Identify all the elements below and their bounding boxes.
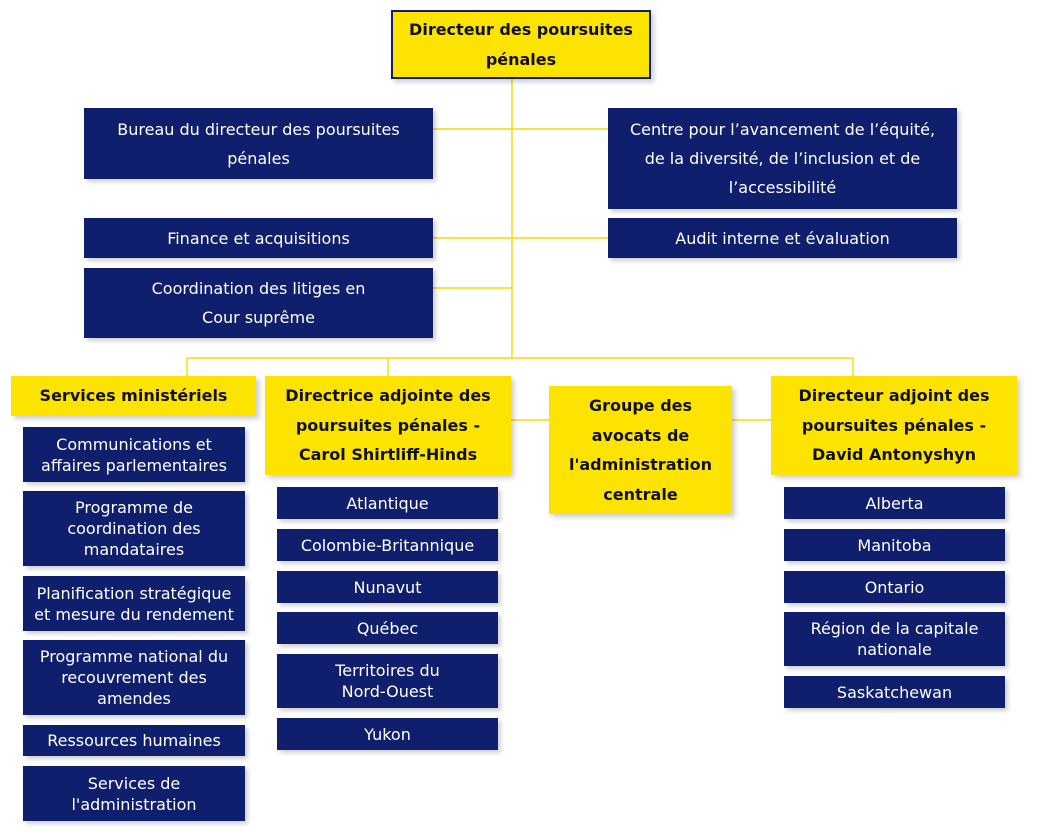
region-box: Nunavut — [277, 571, 498, 603]
region-label: Région de la capitale nationale — [810, 619, 979, 659]
region-box: Yukon — [277, 718, 498, 750]
staff-box-internal-audit: Audit interne et évaluation — [608, 218, 957, 258]
division-box-corporate-services: Services ministériels — [11, 376, 256, 416]
staff-label: Centre pour l’avancement de l’équité, de… — [629, 120, 936, 197]
staff-box-director-office: Bureau du directeur des poursuites pénal… — [84, 108, 433, 179]
division-label: Groupe des avocats de l'administration c… — [568, 396, 713, 504]
unit-box: Ressources humaines — [23, 725, 245, 756]
region-label: Saskatchewan — [836, 682, 953, 702]
unit-box: Programme national du recouvrement des a… — [23, 640, 245, 715]
unit-box: Services de l'administration — [23, 766, 245, 821]
unit-box: Planification stratégique et mesure du r… — [23, 576, 245, 631]
director-box: Directeur des poursuites pénales — [391, 10, 651, 79]
division-box-headquarters-counsel: Groupe des avocats de l'administration c… — [549, 386, 732, 514]
unit-label: Communications et affaires parlementaire… — [41, 434, 227, 475]
region-label: Atlantique — [346, 493, 429, 513]
region-box: Atlantique — [277, 487, 498, 519]
division-label: Directrice adjointe des poursuites pénal… — [285, 386, 491, 465]
region-box: Ontario — [784, 571, 1005, 603]
region-label: Manitoba — [857, 535, 932, 555]
director-label: Directeur des poursuites pénales — [409, 20, 633, 69]
division-label: Services ministériels — [39, 386, 228, 406]
staff-box-supreme-court: Coordination des litiges en Cour suprême — [84, 268, 433, 338]
region-box: Manitoba — [784, 529, 1005, 561]
unit-label: Services de l'administration — [71, 773, 197, 814]
staff-label: Finance et acquisitions — [167, 228, 350, 248]
region-box: Saskatchewan — [784, 676, 1005, 708]
staff-label: Bureau du directeur des poursuites pénal… — [117, 119, 400, 168]
staff-label: Coordination des litiges en Cour suprême — [151, 279, 366, 327]
division-box-deputy-shirtliff-hinds: Directrice adjointe des poursuites pénal… — [265, 376, 511, 475]
staff-box-finance: Finance et acquisitions — [84, 218, 433, 258]
region-label: Colombie-Britannique — [300, 535, 475, 555]
unit-label: Planification stratégique et mesure du r… — [34, 583, 234, 624]
region-label: Alberta — [865, 493, 924, 513]
unit-box: Communications et affaires parlementaire… — [23, 427, 245, 482]
region-box: Colombie-Britannique — [277, 529, 498, 561]
region-label: Territoires du Nord-Ouest — [335, 661, 440, 701]
unit-box: Programme de coordination des mandataire… — [23, 491, 245, 566]
region-box: Québec — [277, 612, 498, 644]
unit-label: Ressources humaines — [47, 731, 221, 750]
staff-box-equity-centre: Centre pour l’avancement de l’équité, de… — [608, 108, 957, 209]
division-box-deputy-antonyshyn: Directeur adjoint des poursuites pénales… — [771, 376, 1017, 475]
region-box: Alberta — [784, 487, 1005, 519]
region-label: Québec — [356, 618, 419, 638]
staff-label: Audit interne et évaluation — [675, 228, 890, 248]
unit-label: Programme de coordination des mandataire… — [67, 498, 201, 559]
region-box: Territoires du Nord-Ouest — [277, 654, 498, 708]
region-label: Ontario — [864, 577, 925, 597]
region-box: Région de la capitale nationale — [784, 612, 1005, 666]
division-label: Directeur adjoint des poursuites pénales… — [798, 386, 990, 465]
unit-label: Programme national du recouvrement des a… — [39, 647, 229, 708]
region-label: Yukon — [364, 724, 411, 744]
region-label: Nunavut — [353, 577, 422, 597]
